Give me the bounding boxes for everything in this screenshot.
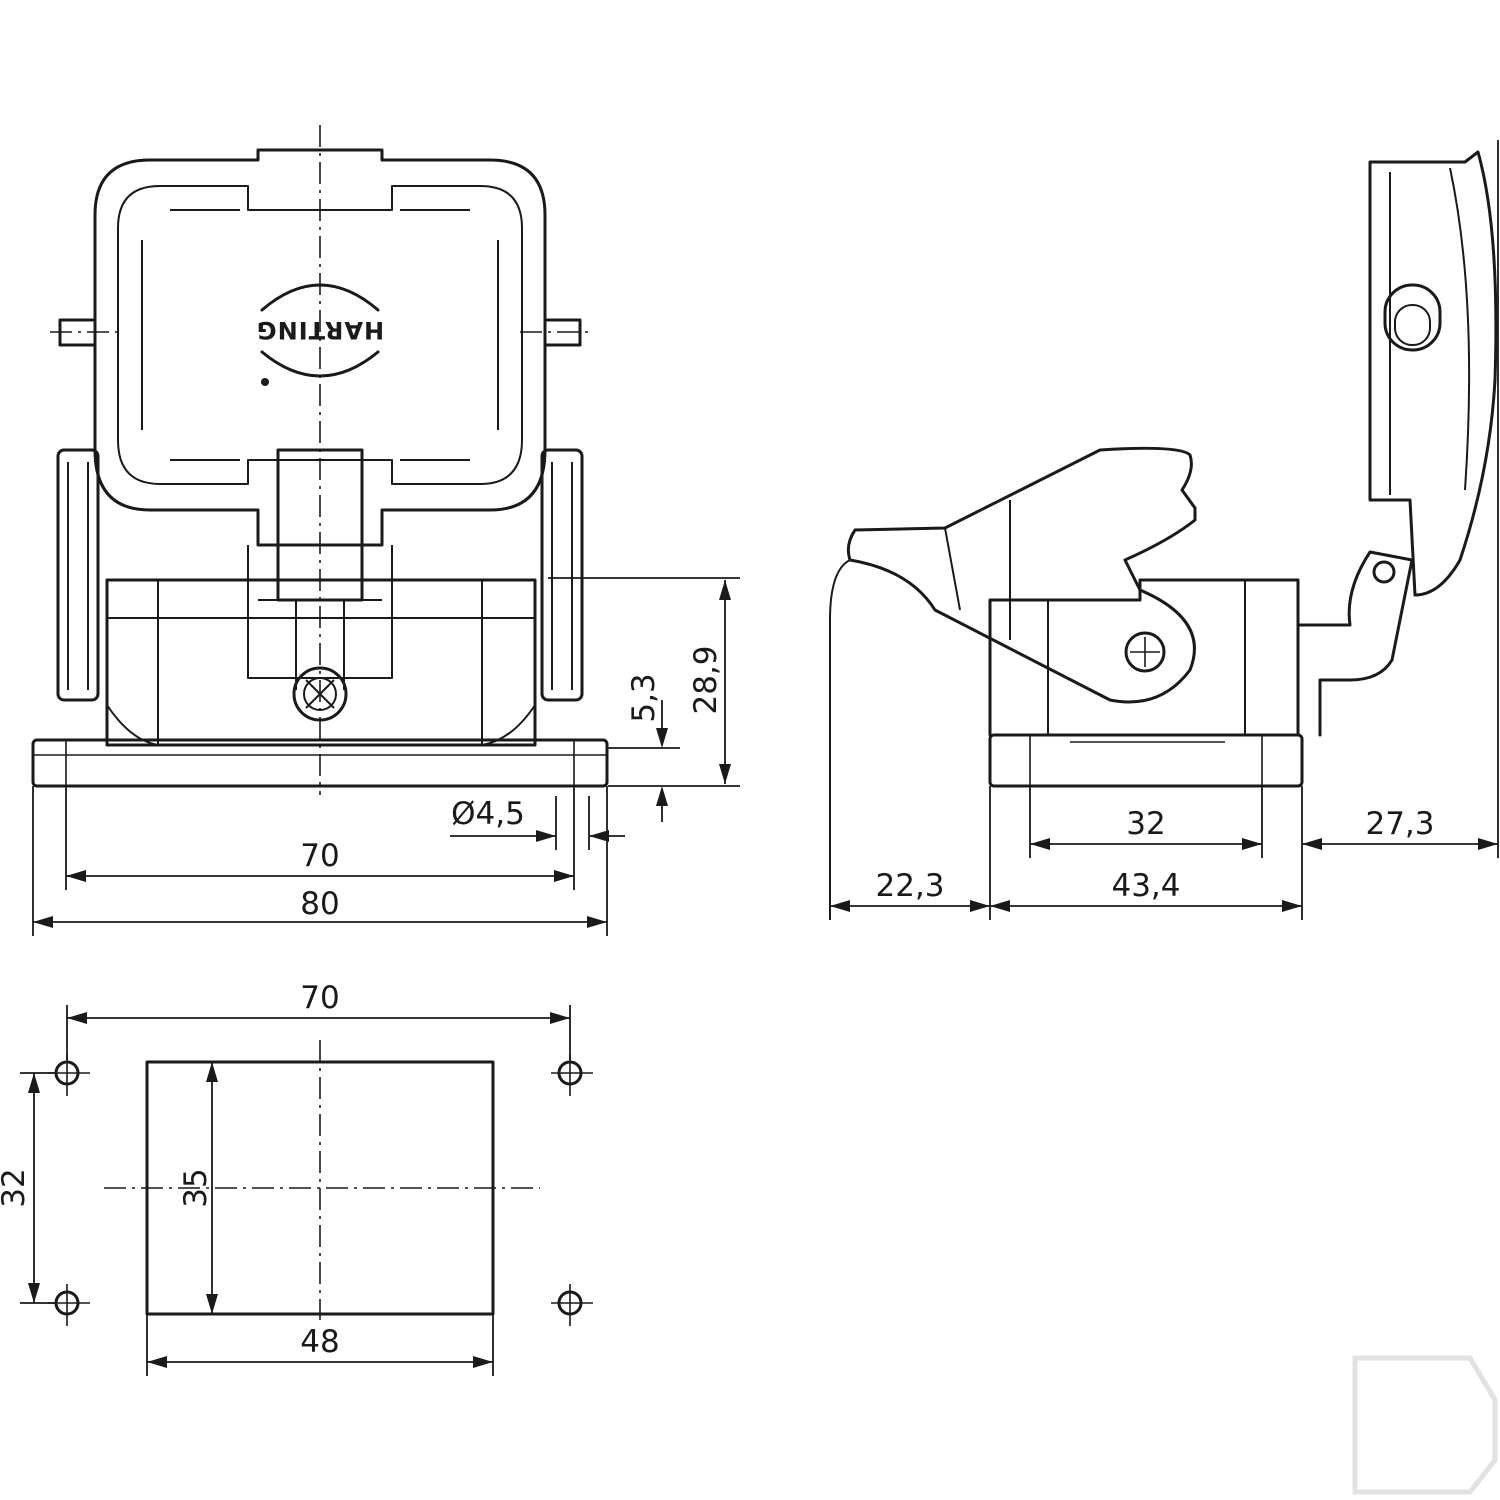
hole-crosses	[48, 1054, 593, 1326]
right-pin	[543, 318, 582, 347]
dim-28-9-text: 28,9	[688, 645, 724, 714]
side-lever	[846, 446, 1197, 704]
dim-hole-text: Ø4,5	[451, 796, 525, 832]
dim-cut-48-line	[146, 1314, 494, 1376]
dim-22-3-line	[830, 786, 991, 920]
side-cover-details	[1389, 167, 1471, 495]
screw-cross	[305, 679, 335, 709]
dim-cut-35-text: 35	[178, 1168, 214, 1207]
dim-cut-70-text: 70	[300, 980, 339, 1016]
side-cover	[1368, 150, 1498, 597]
dim-28-9-line	[548, 577, 740, 787]
logo-arc-top	[260, 283, 380, 312]
logo-dot	[261, 378, 269, 386]
left-lever-ribs	[67, 462, 89, 690]
front-base-flange	[31, 738, 609, 788]
logo-arc-bottom	[260, 350, 380, 378]
dim-cut-32-line	[20, 1072, 56, 1304]
mounting-holes	[48, 1054, 593, 1326]
side-lever-edges	[944, 500, 1011, 640]
side-base-flange	[988, 733, 1304, 788]
side-cover-slot	[1394, 304, 1431, 346]
side-front-edge	[829, 559, 851, 920]
side-pivot-cross	[1130, 637, 1160, 667]
watermark-logo	[1352, 1355, 1498, 1495]
side-hinge	[1296, 550, 1414, 737]
left-lever	[56, 448, 100, 702]
cutout-dimensions: 70 32 35 48	[0, 980, 571, 1376]
screw-head	[292, 666, 348, 722]
front-cover	[93, 148, 547, 547]
dim-27-3-text: 27,3	[1365, 806, 1434, 842]
side-pivot	[1124, 631, 1166, 673]
right-lever-ribs	[551, 462, 573, 690]
dim-hole-line	[450, 796, 625, 850]
dim-70-text: 70	[300, 838, 339, 874]
dim-cut-70-line	[66, 1005, 571, 1060]
side-dimensions: 32 27,3 22,3 43,4	[830, 140, 1499, 920]
dim-27-3-arrows	[1302, 838, 1498, 850]
dim-32-text: 32	[1126, 806, 1165, 842]
housing-fillets	[106, 704, 536, 746]
dim-cut-32-text: 32	[0, 1168, 32, 1207]
cutout-view	[48, 1040, 593, 1326]
rim-details	[141, 209, 499, 461]
dim-5-3-text: 5,3	[626, 673, 662, 722]
front-dimensions: 28,9 5,3 Ø4,5 70 80	[32, 577, 740, 936]
front-cover-rim	[117, 185, 523, 485]
dim-hole-arrows	[536, 830, 609, 842]
dim-27-3-line	[1301, 140, 1499, 920]
dim-22-3-arrows	[830, 900, 990, 912]
logo-text: HARTING	[256, 316, 384, 344]
side-housing-edges	[1047, 580, 1246, 735]
dim-32-line	[1029, 786, 1263, 858]
cutout-center-lines	[104, 1040, 540, 1320]
screw-inner	[303, 677, 337, 711]
side-flange-details	[1029, 735, 1263, 786]
latch-details	[258, 599, 382, 690]
side-cover-latch	[1383, 283, 1442, 352]
dim-22-3-text: 22,3	[875, 868, 944, 904]
front-view: HARTING	[31, 125, 609, 795]
dim-cut-48-text: 48	[300, 1324, 339, 1360]
dim-43-4-text: 43,4	[1111, 868, 1180, 904]
dim-5-3-arrows	[656, 728, 668, 806]
dim-80-line	[32, 786, 608, 936]
dim-80-text: 80	[300, 886, 339, 922]
side-view	[829, 150, 1498, 920]
right-lever	[540, 448, 584, 702]
dim-70-line	[65, 786, 575, 890]
housing-edges	[157, 580, 483, 745]
side-housing	[988, 578, 1300, 737]
side-hinge-pin	[1372, 560, 1396, 584]
harting-logo: HARTING	[256, 283, 384, 386]
flange-hole-lines	[65, 740, 575, 786]
